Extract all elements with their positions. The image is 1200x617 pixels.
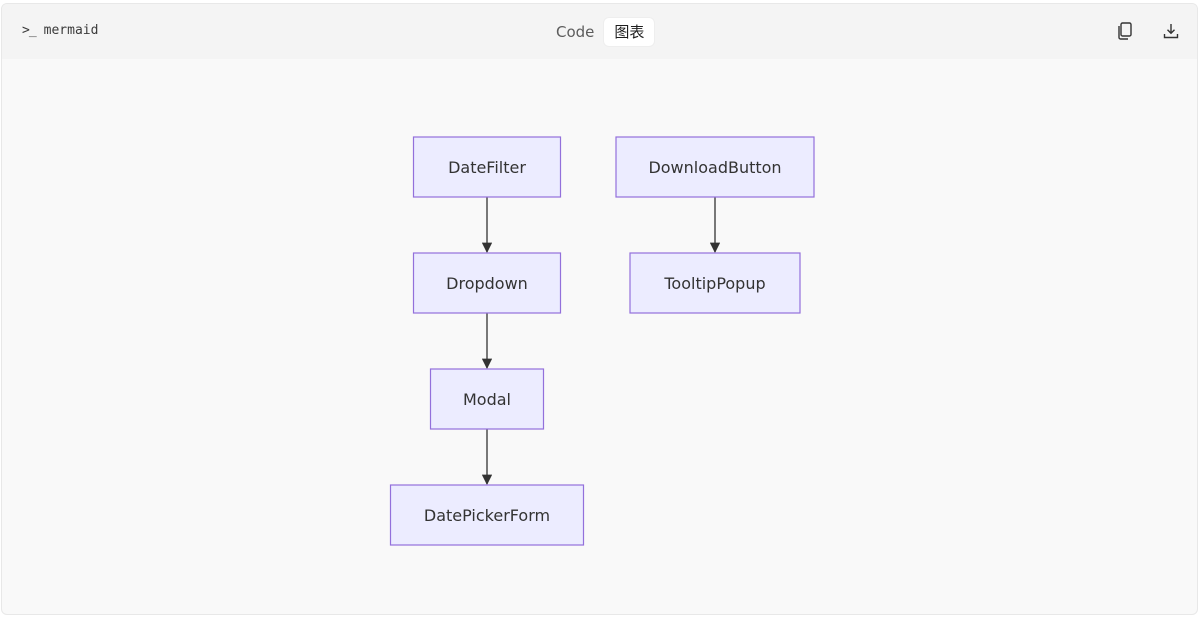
- node-box: [412, 136, 562, 198]
- node-box: [615, 136, 815, 198]
- edges-layer: [481, 197, 721, 486]
- node-label: DateFilter: [448, 158, 526, 177]
- node-download-button[interactable]: DownloadButton: [615, 136, 815, 198]
- code-block-header: >_ mermaid Code 图表: [2, 4, 1197, 59]
- node-modal[interactable]: Modal: [429, 368, 545, 430]
- node-label: Dropdown: [446, 274, 528, 293]
- node-tooltip-popup[interactable]: TooltipPopup: [629, 252, 801, 314]
- language-label: mermaid: [43, 23, 99, 38]
- header-actions: [1115, 21, 1181, 41]
- copy-button[interactable]: [1115, 21, 1135, 41]
- code-block-frame: >_ mermaid Code 图表: [1, 3, 1198, 615]
- language-label-group: >_ mermaid: [22, 23, 98, 38]
- download-button[interactable]: [1161, 21, 1181, 41]
- node-date-picker-form[interactable]: DatePickerForm: [389, 484, 585, 546]
- node-label: DownloadButton: [648, 158, 781, 177]
- node-box: [429, 368, 545, 430]
- tab-code[interactable]: Code: [556, 23, 595, 41]
- terminal-prompt-icon: >_: [22, 23, 37, 38]
- node-box: [389, 484, 585, 546]
- view-tabs: Code 图表: [546, 18, 655, 46]
- tab-diagram[interactable]: 图表: [604, 18, 655, 46]
- node-date-filter[interactable]: DateFilter: [412, 136, 562, 198]
- node-label: Modal: [463, 390, 511, 409]
- node-box: [629, 252, 801, 314]
- node-label: DatePickerForm: [424, 506, 550, 525]
- download-icon: [1163, 24, 1179, 39]
- node-dropdown[interactable]: Dropdown: [412, 252, 562, 314]
- node-box: [412, 252, 562, 314]
- copy-icon: [1118, 22, 1132, 40]
- node-label: TooltipPopup: [663, 274, 765, 293]
